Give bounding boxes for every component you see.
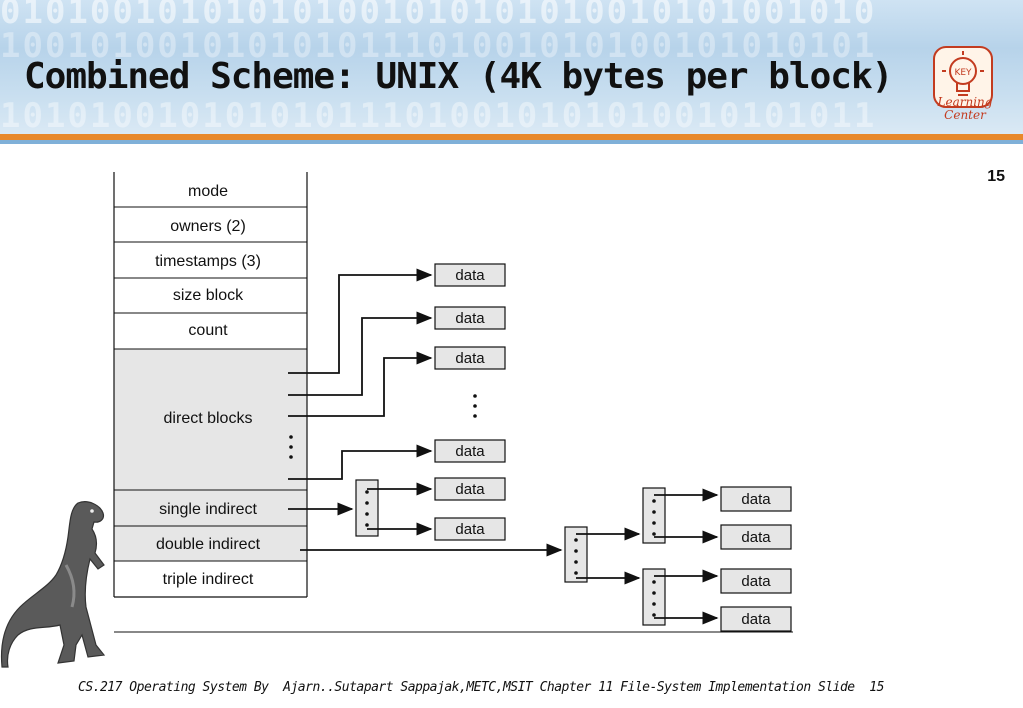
second-level-block [642, 487, 666, 544]
title-banner: 010100101010101001010101010010101001010 … [0, 0, 1023, 138]
single-indirect-block [355, 479, 379, 537]
lightbulb-logo-icon: KEY [933, 46, 993, 108]
data-block: data [720, 606, 792, 632]
double-indirect-block [564, 526, 588, 583]
inode-table: mode owners (2) timestamps (3) size bloc… [113, 172, 308, 598]
direct-pointers [288, 268, 433, 480]
logo-text: Learning Center [934, 96, 996, 122]
slide-footer: CS.217 Operating System By Ajarn..Sutapa… [78, 680, 884, 695]
data-label: data [741, 529, 771, 546]
data-block: data [720, 486, 792, 512]
data-label: data [741, 491, 771, 508]
vertical-ellipsis [473, 394, 477, 418]
data-block: data [434, 477, 506, 501]
data-block: data [434, 517, 506, 541]
field-count: count [188, 322, 228, 339]
data-label: data [455, 350, 485, 367]
banner-binary-row: 101010010101010111010010101010010101011 [0, 96, 877, 136]
field-double-indirect: double indirect [156, 536, 261, 553]
field-direct-blocks: direct blocks [164, 410, 253, 427]
field-owners: owners (2) [170, 218, 246, 235]
data-label: data [455, 267, 485, 284]
data-block: data [434, 263, 506, 287]
slide-title: Combined Scheme: UNIX (4K bytes per bloc… [24, 56, 893, 97]
banner-orange-rule [0, 134, 1023, 140]
logo-line: Learning [937, 95, 993, 109]
data-block: data [434, 439, 506, 463]
svg-text:KEY: KEY [954, 68, 972, 78]
data-label: data [455, 481, 485, 498]
banner-binary-row: 010100101010101001010101010010101001010 [0, 0, 877, 32]
field-mode: mode [188, 183, 228, 200]
data-block: data [720, 524, 792, 550]
data-label: data [455, 443, 485, 460]
field-timestamps: timestamps (3) [155, 253, 261, 270]
dinosaur-icon [0, 501, 106, 668]
data-blocks: data data data data data data data data [434, 263, 792, 632]
banner-blue-rule [0, 140, 1023, 144]
data-label: data [455, 310, 485, 327]
logo-line: Center [944, 108, 986, 122]
data-label: data [455, 521, 485, 538]
data-block: data [720, 568, 792, 594]
data-block: data [434, 346, 506, 370]
field-triple-indirect: triple indirect [163, 571, 254, 588]
second-level-block [642, 568, 666, 626]
direct-blocks-shade [114, 349, 307, 490]
data-label: data [741, 611, 771, 628]
banner-binary-row: 100101001010101011101001010100101010101 [0, 26, 877, 66]
slide-number: 15 [987, 168, 1005, 185]
field-single-indirect: single indirect [159, 501, 257, 518]
field-size-block: size block [173, 287, 244, 304]
data-block: data [434, 306, 506, 330]
data-label: data [741, 573, 771, 590]
